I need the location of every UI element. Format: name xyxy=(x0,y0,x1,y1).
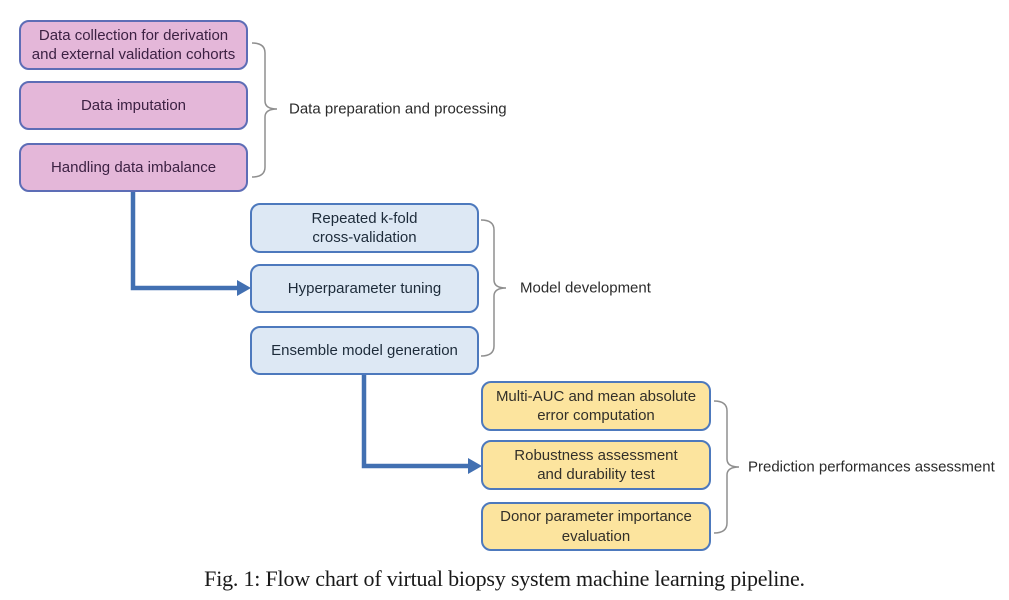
group-label-model-development: Model development xyxy=(520,279,651,297)
brace-data-preparation xyxy=(251,42,278,178)
node-text-line: error computation xyxy=(537,407,655,424)
node-text-line: Data collection for derivation xyxy=(38,26,229,44)
elbow-arrow-1 xyxy=(130,192,238,291)
node-text-line: Robustness assessment xyxy=(514,446,678,464)
arrowhead-2-icon xyxy=(468,458,482,474)
node-text-line: Data imputation xyxy=(80,96,187,114)
node-data-collection: Data collection for derivation and exter… xyxy=(19,20,248,70)
node-handling-data-imbalance: Handling data imbalance xyxy=(19,143,248,192)
group-label-prediction-performances: Prediction performances assessment xyxy=(748,458,995,476)
node-ensemble-model-generation: Ensemble model generation xyxy=(250,326,479,375)
node-robustness-assessment: Robustness assessment and durability tes… xyxy=(481,440,711,490)
node-text-line: and durability test xyxy=(537,466,655,483)
group-label-data-preparation: Data preparation and processing xyxy=(289,100,507,118)
node-multi-auc-mean-absolute-error: Multi-AUC and mean absolute error comput… xyxy=(481,381,711,431)
node-text-line: Handling data imbalance xyxy=(50,158,217,176)
node-text-line: Donor parameter importance xyxy=(500,508,692,525)
node-text-line: Hyperparameter tuning xyxy=(287,279,442,297)
node-text-line: Repeated k-fold xyxy=(311,209,418,227)
node-data-imputation: Data imputation xyxy=(19,81,248,130)
node-text-line: Multi-AUC and mean absolute xyxy=(495,387,697,405)
elbow-arrow-2 xyxy=(361,375,469,469)
node-text-line: Ensemble model generation xyxy=(271,341,458,359)
arrowhead-1-icon xyxy=(237,280,251,296)
node-donor-parameter-importance: Donor parameter importance evaluation xyxy=(481,502,711,551)
node-text-line: and external validation cohorts xyxy=(31,46,236,63)
node-text-line: evaluation xyxy=(561,527,631,545)
node-text-line: cross-validation xyxy=(312,229,417,246)
figure-caption: Fig. 1: Flow chart of virtual biopsy sys… xyxy=(204,566,805,591)
brace-prediction-performances xyxy=(713,400,740,534)
node-repeated-kfold-cross-validation: Repeated k-fold cross-validation xyxy=(250,203,479,253)
brace-model-development xyxy=(480,219,507,357)
node-hyperparameter-tuning: Hyperparameter tuning xyxy=(250,264,479,313)
